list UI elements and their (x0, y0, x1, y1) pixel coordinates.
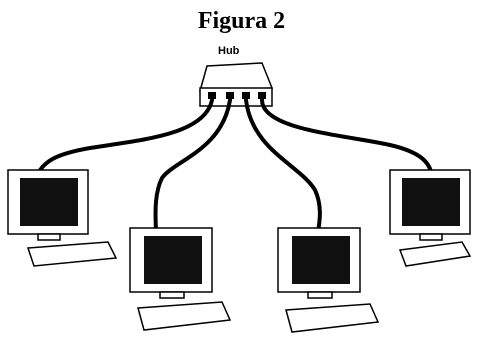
cable-pc-4 (260, 98, 434, 178)
hub-port-4 (258, 92, 266, 99)
cable-pc-3 (244, 98, 322, 234)
computer-1 (7, 169, 118, 267)
hub-label: Hub (218, 45, 240, 57)
keyboard (26, 241, 118, 267)
computer-2 (129, 227, 232, 331)
keyboard (285, 303, 380, 333)
monitor-screen (144, 236, 202, 284)
cable-pc-1 (34, 98, 214, 180)
hub-port-2 (226, 92, 234, 99)
cable-pc-2 (153, 98, 232, 232)
figure-title: Figura 2 (197, 8, 286, 34)
computer-4 (389, 169, 472, 267)
hub-device (198, 62, 274, 107)
computer-3 (277, 227, 380, 333)
monitor-screen (292, 236, 350, 284)
monitor-screen (20, 178, 78, 226)
hub-port-1 (208, 92, 216, 99)
keyboard (137, 301, 232, 331)
keyboard (398, 241, 472, 267)
monitor-screen (402, 178, 460, 226)
hub-port-3 (242, 92, 250, 99)
